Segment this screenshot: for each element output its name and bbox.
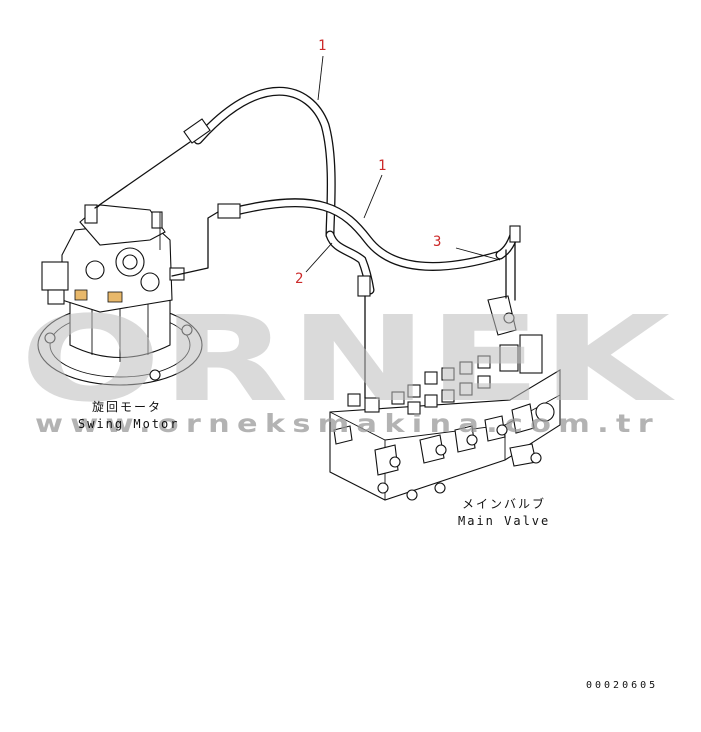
main-valve-label-jp: メインバルブ — [462, 496, 546, 511]
hose-1-upper[interactable] — [193, 86, 336, 240]
callout-1-lower[interactable]: 1 — [363, 158, 386, 219]
main-valve-label-en: Main Valve — [458, 514, 550, 528]
swing-motor-label-en: Swing Motor — [78, 417, 179, 431]
watermark-logo: ORNEK — [20, 290, 676, 428]
callout-1-upper-label: 1 — [318, 38, 326, 54]
callout-3-label: 3 — [433, 234, 441, 250]
callout-2[interactable]: 2 — [295, 242, 333, 287]
hose-fittings — [183, 118, 521, 297]
drawing-code: 00020605 — [586, 680, 658, 691]
callout-3[interactable]: 3 — [433, 234, 501, 261]
callout-1-upper[interactable]: 1 — [317, 38, 326, 101]
callout-2-label: 2 — [295, 271, 303, 287]
pipe-lines — [94, 141, 516, 399]
watermark-url: www.orneksmakina.com.tr — [35, 409, 660, 438]
hose-1-lower[interactable] — [227, 198, 505, 271]
callout-1-lower-label: 1 — [378, 158, 386, 174]
swing-motor[interactable] — [37, 204, 203, 386]
swing-motor-label-jp: 旋回モータ — [92, 400, 162, 414]
main-valve[interactable] — [329, 295, 561, 501]
